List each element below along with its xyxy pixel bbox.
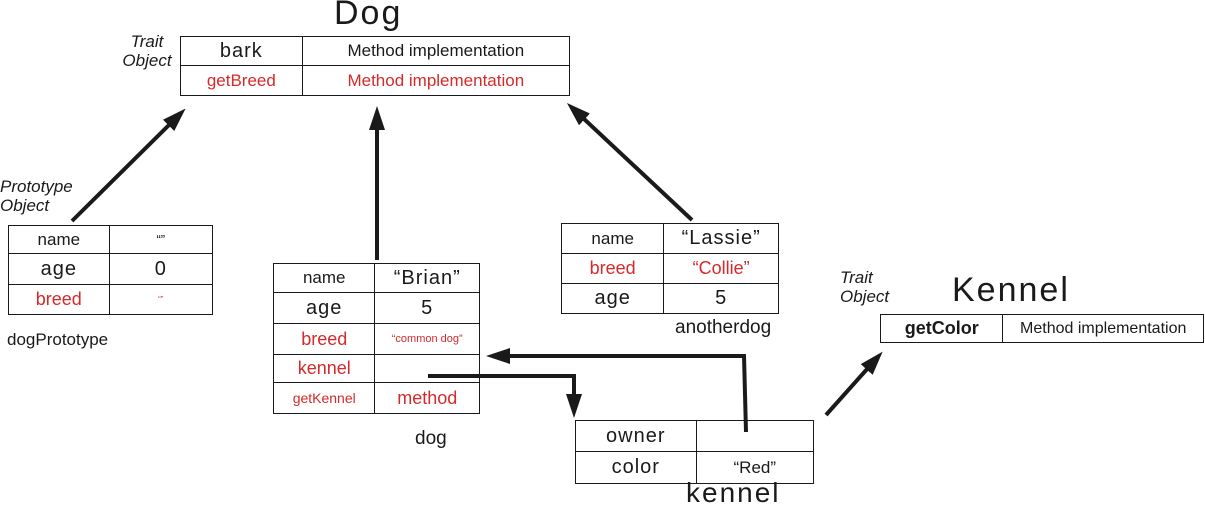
dog-object-table: name “Brian” age 5 breed “common dog” ke… bbox=[272, 263, 480, 414]
dog-trait-table: bark Method implementation getBreed Meth… bbox=[180, 36, 571, 96]
anotherdog-caption: anotherdog bbox=[675, 317, 772, 338]
row-key: getColor bbox=[879, 314, 1004, 343]
prototype-object-label: Prototype Object bbox=[0, 177, 73, 215]
anotherdog-row-name: name “Lassie” bbox=[560, 223, 779, 254]
row-key: bark bbox=[180, 36, 303, 66]
kennel-row-color: color “Red” bbox=[575, 451, 815, 484]
row-key: breed bbox=[272, 323, 376, 355]
dog-trait-row-bark: bark Method implementation bbox=[180, 36, 571, 66]
anotherdog-row-age: age 5 bbox=[560, 283, 779, 314]
row-value: Method implementation bbox=[301, 36, 571, 66]
row-key: breed bbox=[8, 284, 110, 315]
kennel-trait-row-getcolor: getColor Method implementation bbox=[879, 314, 1204, 343]
row-value: 5 bbox=[374, 292, 480, 324]
row-key: getKennel bbox=[272, 382, 376, 414]
row-key: age bbox=[272, 292, 376, 324]
row-value: Method implementation bbox=[1002, 314, 1204, 343]
row-key: owner bbox=[575, 420, 697, 452]
row-value: “Brian” bbox=[374, 263, 480, 293]
row-value: “Collie” bbox=[663, 253, 779, 284]
dog-row-getkennel: getKennel method bbox=[272, 382, 480, 414]
row-value: “” bbox=[108, 284, 214, 315]
arrow-anotherdog-to-dog-trait bbox=[566, 102, 694, 222]
dog-trait-row-getbreed: getBreed Method implementation bbox=[180, 65, 571, 96]
row-key: name bbox=[8, 225, 110, 254]
row-value: 0 bbox=[108, 253, 214, 285]
dog-caption: dog bbox=[415, 428, 447, 449]
row-value: “common dog” bbox=[374, 323, 480, 355]
row-value: “Red” bbox=[695, 451, 815, 484]
arrow-kennel-owner-to-dog bbox=[486, 348, 748, 433]
arrow-prototype-to-dog-trait bbox=[70, 108, 186, 223]
dog-trait-title: Dog bbox=[334, 0, 403, 32]
arrow-kennel-to-kennel-trait bbox=[824, 351, 883, 417]
kennel-trait-title: Kennel bbox=[952, 271, 1070, 309]
dog-prototype-row-name: name “” bbox=[8, 225, 214, 254]
dog-prototype-row-age: age 0 bbox=[8, 253, 214, 285]
anotherdog-table: name “Lassie” breed “Collie” age 5 bbox=[560, 223, 779, 314]
dog-prototype-row-breed: breed “” bbox=[8, 284, 214, 315]
dog-prototype-table: name “” age 0 breed “” bbox=[8, 225, 214, 315]
row-key: getBreed bbox=[180, 65, 303, 96]
kennel-trait-label: Trait Object bbox=[840, 268, 890, 306]
anotherdog-row-breed: breed “Collie” bbox=[560, 253, 779, 284]
row-value: method bbox=[374, 382, 480, 414]
kennel-trait-table: getColor Method implementation bbox=[879, 314, 1204, 343]
dog-row-age: age 5 bbox=[272, 292, 480, 324]
row-key: color bbox=[575, 451, 697, 484]
row-value: Method implementation bbox=[301, 65, 571, 96]
dog-row-breed: breed “common dog” bbox=[272, 323, 480, 355]
row-key: breed bbox=[560, 253, 665, 284]
row-key: age bbox=[560, 283, 665, 314]
row-value: 5 bbox=[663, 283, 779, 314]
row-value: “” bbox=[108, 225, 214, 254]
arrow-dog-kennel-to-kennel bbox=[428, 374, 582, 418]
dog-trait-label: Trait Object bbox=[122, 32, 172, 70]
dog-prototype-caption: dogPrototype bbox=[7, 330, 109, 349]
kennel-object-table: owner color “Red” bbox=[575, 420, 815, 484]
kennel-caption: kennel bbox=[686, 477, 781, 508]
